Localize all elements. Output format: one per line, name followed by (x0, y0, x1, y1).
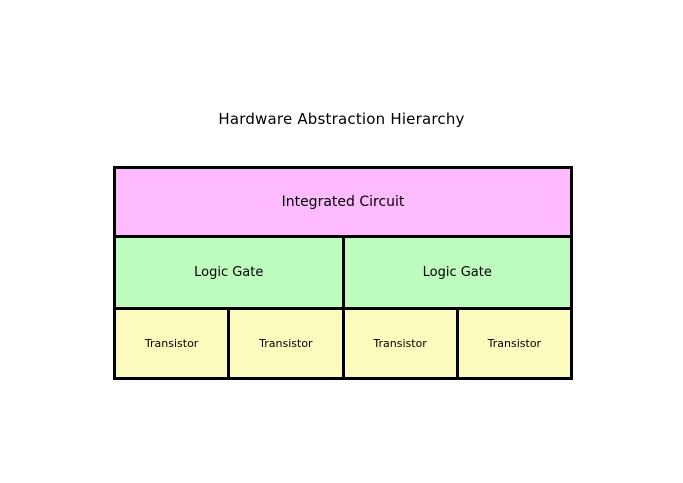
logic-gate-tier-row: Logic Gate Logic Gate (116, 235, 570, 307)
transistor-block-3[interactable]: Transistor (341, 309, 456, 377)
hardware-abstraction-hierarchy-diagram: Integrated Circuit Logic Gate Logic Gate… (113, 166, 573, 380)
logic-gate-block-2[interactable]: Logic Gate (341, 238, 570, 307)
integrated-circuit-block[interactable]: Integrated Circuit (116, 169, 570, 236)
transistor-block-1[interactable]: Transistor (116, 309, 228, 377)
page-title: Hardware Abstraction Hierarchy (218, 110, 465, 128)
transistor-tier-row: Transistor Transistor Transistor Transis… (116, 306, 570, 377)
transistor-block-2[interactable]: Transistor (227, 309, 342, 377)
transistor-block-4[interactable]: Transistor (455, 309, 570, 377)
logic-gate-block-1[interactable]: Logic Gate (116, 238, 342, 307)
integrated-circuit-tier-row: Integrated Circuit (116, 169, 570, 236)
